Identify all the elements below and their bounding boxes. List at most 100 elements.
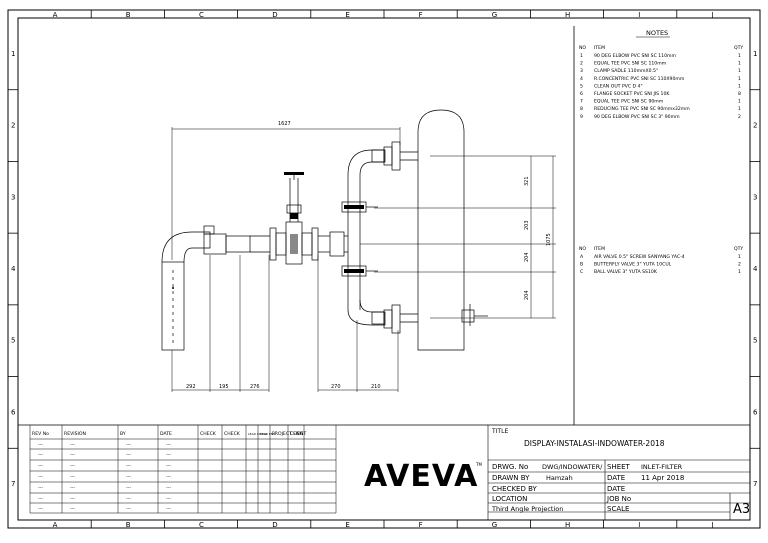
rev-header: LEAD ENG [260,432,276,436]
date2-label: DATE [607,485,625,493]
rev-cell: --- [166,497,171,502]
note-no: 6 [580,91,583,97]
rev-cell: --- [38,486,43,491]
rev-cell: --- [38,443,43,448]
bv-upper-disc [344,205,364,209]
note-item: 90 DEG ELBOW PVC SNI SC 3" 90mm [594,114,680,120]
drain-marker [172,287,174,289]
border-col-label-bottom: B [126,521,131,529]
border-col-label-bottom: I [638,521,640,529]
rev-cell: --- [126,475,131,480]
border-row-label-left: 2 [11,122,15,130]
valve-qty: 1 [738,254,741,260]
note-item: EQUAL TEE PVC SNI SC 110mm [594,61,667,67]
dim-top: 1627 [278,121,291,127]
gate-disc [290,234,298,254]
revision-table-rows: --- --- --- --- --- --- --- --- --- --- --- --- --- -… [38,443,171,512]
rev-cell: --- [166,507,171,512]
rev-header: LEAD CHECK [248,432,268,436]
border-col-label-top: J [710,11,713,19]
sheet-value: INLET-FILTER [641,463,683,471]
notes-header-qty: QTY [734,45,743,51]
rev-header: CLIENT [290,431,306,437]
rev-cell: --- [38,464,43,469]
rev-cell: --- [126,453,131,458]
border-col-label-bottom: F [419,521,423,529]
dim-bottom-2: 195 [219,384,229,390]
elbow-upper [347,149,386,176]
projection-label: Third Angle Projection [491,505,563,513]
air-valve [203,225,215,235]
valve-qty: 2 [738,262,741,268]
border-col-label-bottom: H [565,521,570,529]
drawn-label: DRAWN BY [492,474,530,482]
dim-bottom-3: 276 [250,384,260,390]
note-item: FLANGE SOCKET PVC SNI JIS 10K [594,91,670,97]
rev-cell: --- [70,464,75,469]
rev-header: PROJECT ENG [272,431,304,437]
dim-right-c: 204 [524,252,530,262]
note-qty: 1 [738,61,741,67]
dim-right-b: 203 [524,220,530,230]
border-col-label-bottom: G [492,521,497,529]
rev-cell: --- [126,464,131,469]
note-no: 9 [580,114,583,120]
reducer [329,231,345,257]
rev-header: REVISION [64,431,86,437]
notes-header-item: ITEM [594,45,605,51]
border-row-label-right: 5 [753,337,757,345]
title-label: TITLE [491,428,508,435]
border-row-label-left: 4 [11,265,16,273]
rev-cell: --- [38,453,43,458]
note-item: CLEAN OUT PVC D 4" [594,83,643,89]
rev-header: BY [120,431,126,437]
rev-cell: --- [38,475,43,480]
drawn-value: Hamzah [546,474,573,482]
border-col-label-top: D [272,11,277,19]
note-qty: 8 [738,91,741,97]
border-row-label-right: 1 [753,50,757,58]
valve-body-right [301,232,313,256]
rev-header: CHECK [200,431,217,437]
tee-fitting [203,233,227,255]
sheet-size: A3 [733,502,750,517]
drwg-value: DWG/INDOWATER/ [542,463,603,471]
rev-header: DATE [160,431,172,437]
border-col-label-top: A [53,11,58,19]
flange-2 [311,227,319,261]
rev-cell: --- [166,475,171,480]
border-col-label-top: G [492,11,497,19]
border-col-label-top: C [199,11,204,19]
aveva-logo: AVEVA [364,459,478,494]
note-qty: 1 [738,99,741,105]
rev-header: CHECK [224,431,241,437]
dimension-lines [171,127,556,392]
bv-lower-disc [344,269,364,273]
valve-no: B [580,262,583,268]
note-item: REDUCING TEE PVC SNI SC 90mmx32mm [594,106,690,112]
note-qty: 1 [738,106,741,112]
title-value: DISPLAY-INSTALASI-INDOWATER-2018 [524,439,665,448]
notes-title: NOTES [646,29,668,37]
border-row-label-left: 6 [11,408,16,416]
valves-header-item: ITEM [594,246,605,252]
border-col-label-bottom: D [272,521,277,529]
rev-cell: --- [70,453,75,458]
rev-cell: --- [126,443,131,448]
note-no: 3 [580,68,583,74]
rev-cell: --- [126,507,131,512]
note-item: R.CONCENTRIC PVC SNI SC 110X90mm [594,76,685,82]
note-no: 4 [580,76,583,82]
dim-bottom-4: 270 [331,384,341,390]
valve-no: C [580,269,583,275]
note-no: 1 [580,53,583,59]
rev-cell: --- [166,486,171,491]
rev-cell: --- [70,475,75,480]
rev-cell: --- [70,497,75,502]
border-row-label-right: 7 [753,480,757,488]
note-qty: 1 [738,68,741,74]
border-ticks [8,10,760,528]
